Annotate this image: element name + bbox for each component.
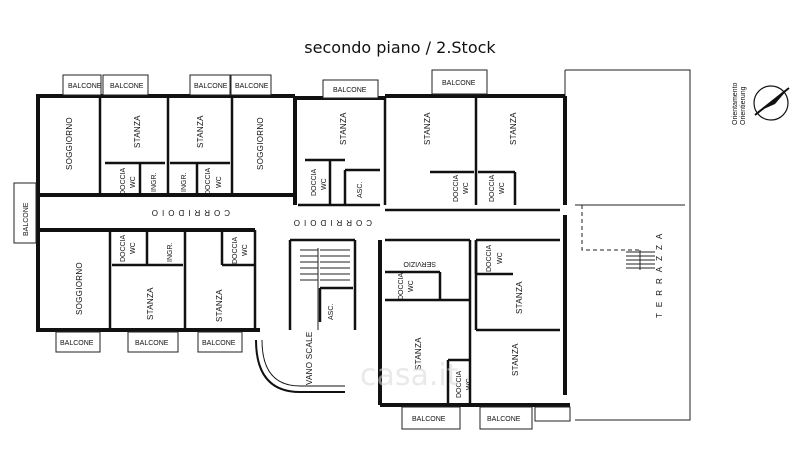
ingr-label-2: INGR. xyxy=(181,173,188,193)
balcone-label-1: BALCONE xyxy=(68,83,102,90)
wc-label-1: WC xyxy=(130,176,137,188)
stanza-label-7: STANZA xyxy=(215,289,224,322)
corridoio-label-1: CORRIDOIO xyxy=(148,208,230,217)
balcone-label-7: BALCONE xyxy=(23,202,30,236)
doccia-label-6: DOCCIA xyxy=(120,234,127,262)
stanza-label-3: STANZA xyxy=(339,112,348,145)
balconies xyxy=(13,69,571,430)
wc-label-9: WC xyxy=(466,378,473,390)
doccia-label-1: DOCCIA xyxy=(120,167,127,195)
doccia-label-4: DOCCIA xyxy=(453,174,460,202)
terrace-outline xyxy=(564,69,691,421)
balcone-label-2: BALCONE xyxy=(110,83,144,90)
balcone-label-10: BALCONE xyxy=(202,340,236,347)
servizio-label: SERVIZIO xyxy=(403,260,436,267)
soggiorno-label-2: SOGGIORNO xyxy=(256,117,265,170)
ingr-label-3: INGR. xyxy=(167,243,174,263)
doccia-label-5: DOCCIA xyxy=(489,174,496,202)
balcone-label-3: BALCONE xyxy=(194,83,228,90)
soggiorno-label-3: SOGGIORNO xyxy=(75,262,84,315)
stanza-label-1: STANZA xyxy=(133,115,142,148)
interior-walls xyxy=(98,96,560,405)
stanza-label-9: STANZA xyxy=(515,281,524,314)
balcone-label-11: BALCONE xyxy=(412,416,446,423)
balcone-label-4: BALCONE xyxy=(235,83,269,90)
plan-title: secondo piano / 2.Stock xyxy=(304,38,496,57)
stanza-label-5: STANZA xyxy=(509,112,518,145)
wc-label-6: WC xyxy=(130,242,137,254)
balcone-label-5: BALCONE xyxy=(333,87,367,94)
balcone-label-8: BALCONE xyxy=(60,340,94,347)
doccia-label-7: DOCCIA xyxy=(232,236,239,264)
wc-label-8: WC xyxy=(408,280,415,292)
stairs xyxy=(300,248,350,330)
balcone-label-12: BALCONE xyxy=(487,416,521,423)
balcone-label-9: BALCONE xyxy=(135,340,169,347)
wc-label-2: WC xyxy=(216,176,223,188)
compass-icon xyxy=(753,85,790,121)
ingr-label-1: INGR. xyxy=(151,173,158,193)
stanza-label-2: STANZA xyxy=(196,115,205,148)
wc-label-7: WC xyxy=(242,244,249,256)
doccia-label-8: DOCCIA xyxy=(398,272,405,300)
watermark: casa.it xyxy=(360,358,459,393)
terrazza-label: TERRAZZA xyxy=(655,228,664,318)
wc-label-10: WC xyxy=(497,252,504,264)
doccia-label-2: DOCCIA xyxy=(205,167,212,195)
corridoio-label-2: CORRIDOIO xyxy=(290,218,372,227)
stanza-label-10: STANZA xyxy=(511,343,520,376)
balcone-label-6: BALCONE xyxy=(442,80,476,87)
wc-label-3: WC xyxy=(321,178,328,190)
stanza-label-4: STANZA xyxy=(423,112,432,145)
asc-label-2: ASC. xyxy=(328,304,335,320)
soggiorno-label-1: SOGGIORNO xyxy=(65,117,74,170)
stanza-label-6: STANZA xyxy=(146,287,155,320)
wc-label-4: WC xyxy=(463,182,470,194)
compass-label-2: Orientierung xyxy=(740,86,747,125)
stanza-label-8: STANZA xyxy=(414,337,423,370)
doccia-label-3: DOCCIA xyxy=(311,168,318,196)
wc-label-5: WC xyxy=(499,182,506,194)
compass-label-1: Orientamento xyxy=(732,82,739,125)
doccia-label-9: DOCCIA xyxy=(456,370,463,398)
vano-scale-label: VANO SCALE xyxy=(305,331,314,385)
asc-label-1: ASC. xyxy=(357,182,364,198)
curved-wall xyxy=(255,339,345,393)
doccia-label-10: DOCCIA xyxy=(486,244,493,272)
